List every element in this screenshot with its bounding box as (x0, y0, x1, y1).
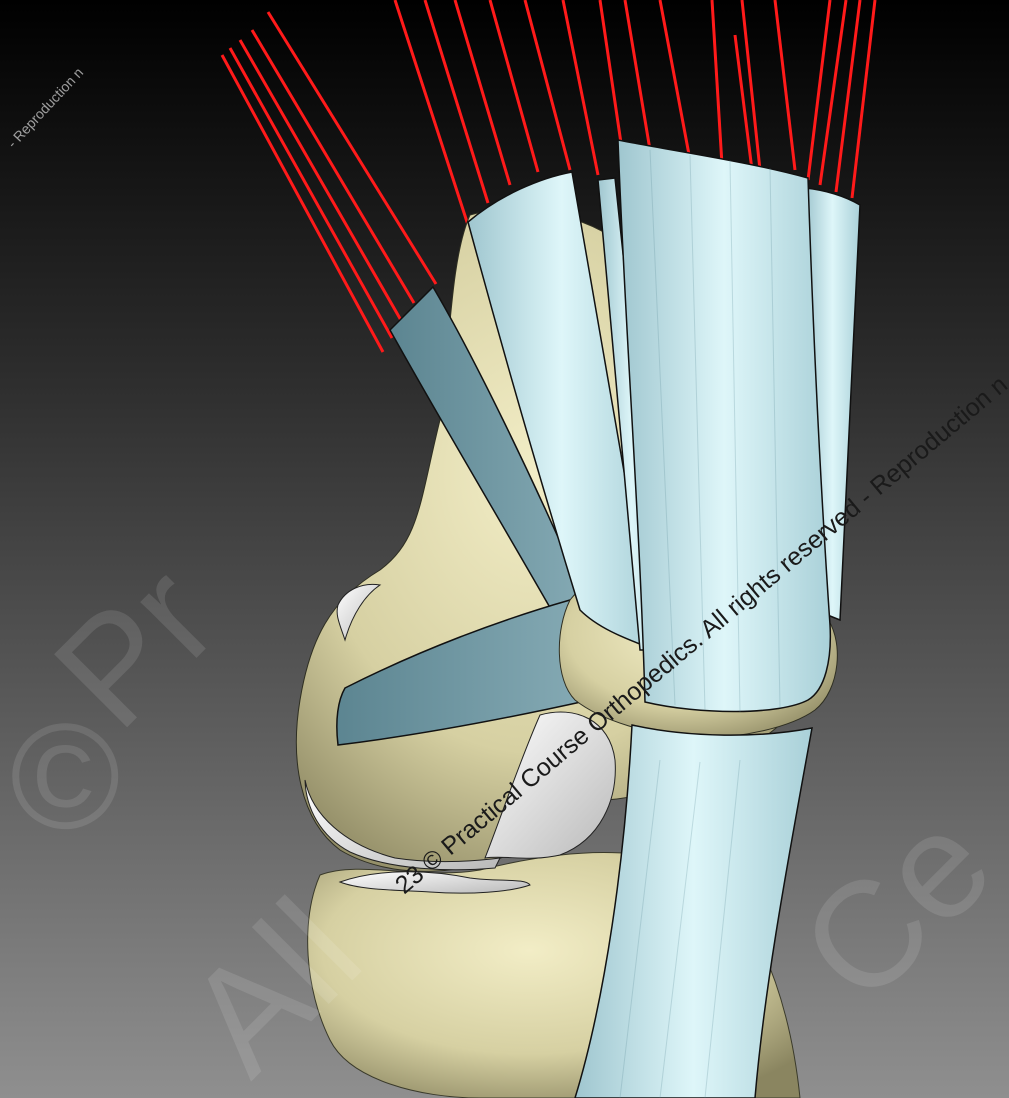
tendon-main (618, 140, 830, 712)
